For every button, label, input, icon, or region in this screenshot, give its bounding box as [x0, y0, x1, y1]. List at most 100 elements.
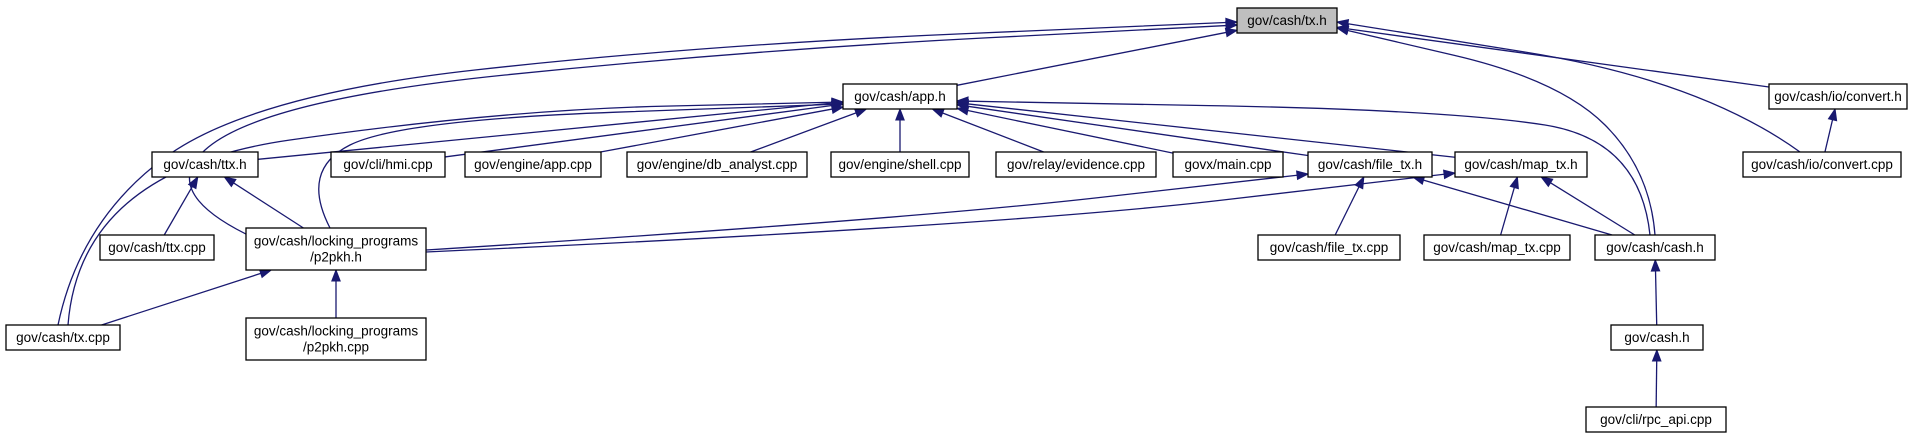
edge-line [444, 104, 833, 158]
node-engine-app-cpp[interactable]: gov/engine/app.cpp [464, 151, 602, 178]
node-box [1454, 151, 1588, 178]
node-box [330, 151, 446, 178]
node-tx-h[interactable]: gov/cash/tx.h [1236, 7, 1338, 34]
edge-file_tx_cpp-to-file_tx_h [1334, 175, 1365, 236]
edge-gov_cash_h-to-cash_cash_h [1650, 258, 1661, 326]
arrowhead-icon [895, 107, 905, 121]
edge-line [1423, 179, 1613, 236]
node-box [5, 324, 121, 351]
node-tx-cpp[interactable]: gov/cash/tx.cpp [5, 324, 121, 351]
node-hmi-cpp[interactable]: gov/cli/hmi.cpp [330, 151, 446, 178]
node-box [464, 151, 602, 178]
node-label: gov/relay/evidence.cpp [1007, 157, 1145, 172]
arrowhead-icon [1539, 176, 1554, 188]
node-map-tx-h[interactable]: gov/cash/map_tx.h [1454, 151, 1588, 178]
node-ttx-cpp[interactable]: gov/cash/ttx.cpp [99, 234, 215, 261]
edge-line [956, 31, 1227, 86]
edge-cash_cash_h-to-app_h [955, 96, 1651, 236]
edge-line [318, 103, 833, 229]
edge-line [750, 112, 857, 153]
node-shell-cpp[interactable]: gov/engine/shell.cpp [830, 151, 970, 178]
node-box [245, 317, 427, 361]
edge-line [163, 186, 193, 236]
edge-file_tx_h-to-app_h [955, 101, 1309, 157]
node-label: gov/cash/map_tx.h [1464, 157, 1577, 172]
node-p2pkh-cpp[interactable]: gov/cash/locking_programs/p2pkh.cpp [245, 317, 427, 361]
edge-line [967, 109, 1174, 154]
node-label: gov/cash/file_tx.cpp [1270, 240, 1389, 255]
edge-line [233, 182, 304, 229]
node-box [1257, 234, 1401, 261]
node-label: gov/cash/tx.cpp [16, 330, 110, 345]
edge-ttx_cpp-to-ttx_h [163, 175, 199, 236]
node-cash-cash-h[interactable]: gov/cash/cash.h [1594, 234, 1716, 261]
node-box [1768, 83, 1908, 110]
edge-line [425, 174, 1298, 251]
node-convert-cpp[interactable]: gov/cash/io/convert.cpp [1742, 151, 1902, 178]
node-box [1423, 234, 1571, 261]
edge-p2pkh_h-to-map_tx_h [425, 169, 1457, 253]
arrowhead-icon [223, 176, 237, 188]
arrowhead-icon [853, 108, 868, 118]
node-convert-h[interactable]: gov/cash/io/convert.h [1768, 83, 1908, 110]
node-box [1610, 324, 1704, 351]
node-ttx-h[interactable]: gov/cash/ttx.h [151, 151, 259, 178]
node-box [1594, 234, 1716, 261]
arrowhead-icon [1354, 175, 1365, 190]
arrowhead-icon [931, 108, 945, 118]
node-box [1585, 406, 1727, 433]
node-file-tx-h[interactable]: gov/cash/file_tx.h [1307, 151, 1433, 178]
edge-cash_cash_h-to-tx_h [1335, 25, 1656, 236]
arrowhead-icon [1225, 20, 1239, 31]
edge-line [600, 108, 833, 153]
node-rpc-api-cpp[interactable]: gov/cli/rpc_api.cpp [1585, 406, 1727, 433]
node-label: gov/cash/file_tx.h [1318, 157, 1422, 172]
node-file-tx-cpp[interactable]: gov/cash/file_tx.cpp [1257, 234, 1401, 261]
nodes-layer: gov/cash/tx.h gov/cash/app.h gov/cash/io/c… [5, 7, 1908, 433]
edge-convert_cpp-to-tx_h [1335, 18, 1801, 153]
node-label: gov/cash/ttx.h [163, 157, 246, 172]
node-box [830, 151, 970, 178]
edge-tx_cpp-to-p2pkh_h [101, 268, 273, 326]
node-label: gov/cli/rpc_api.cpp [1600, 412, 1712, 427]
edge-tx_cpp-to-app_h [67, 97, 845, 326]
node-gov-cash-h[interactable]: gov/cash.h [1610, 324, 1704, 351]
edge-line [101, 272, 261, 326]
edge-line [967, 105, 1309, 157]
edge-line [1655, 360, 1658, 408]
edge-line [1347, 23, 1801, 153]
node-label: gov/cash/cash.h [1606, 240, 1704, 255]
node-label: gov/cash.h [1624, 330, 1689, 345]
node-map-tx-cpp[interactable]: gov/cash/map_tx.cpp [1423, 234, 1571, 261]
node-box [995, 151, 1157, 178]
node-label: /p2pkh.cpp [303, 340, 369, 355]
node-label: gov/cash/io/convert.h [1774, 89, 1902, 104]
node-db-analyst-cpp[interactable]: gov/engine/db_analyst.cpp [626, 151, 808, 178]
edge-line [1334, 186, 1360, 236]
node-box [842, 83, 958, 110]
edge-line [425, 173, 1445, 253]
arrowhead-icon [187, 175, 199, 190]
arrowhead-icon [955, 96, 969, 107]
edge-line [257, 102, 833, 160]
arrowhead-icon [1296, 170, 1310, 181]
node-evidence-cpp[interactable]: gov/relay/evidence.cpp [995, 151, 1157, 178]
edge-p2pkh_cpp-to-p2pkh_h [331, 268, 341, 318]
node-govx-main-cpp[interactable]: govx/main.cpp [1172, 151, 1284, 178]
edge-cash_cash_h-to-map_tx_h [1539, 176, 1636, 236]
node-app-h[interactable]: gov/cash/app.h [842, 83, 958, 110]
arrowhead-icon [331, 268, 341, 282]
node-label: gov/cash/io/convert.cpp [1751, 157, 1893, 172]
node-label: /p2pkh.h [310, 250, 362, 265]
edge-line [1824, 119, 1834, 153]
edges-layer [57, 17, 1838, 408]
node-box [626, 151, 808, 178]
node-label: gov/cash/ttx.cpp [108, 240, 206, 255]
node-p2pkh-h[interactable]: gov/cash/locking_programs/p2pkh.h [245, 227, 427, 271]
edge-hmi_cpp-to-app_h [444, 100, 845, 158]
edge-p2pkh_h-to-tx_h [188, 20, 1239, 254]
node-box [1742, 151, 1902, 178]
node-label: gov/cash/locking_programs [254, 324, 419, 339]
